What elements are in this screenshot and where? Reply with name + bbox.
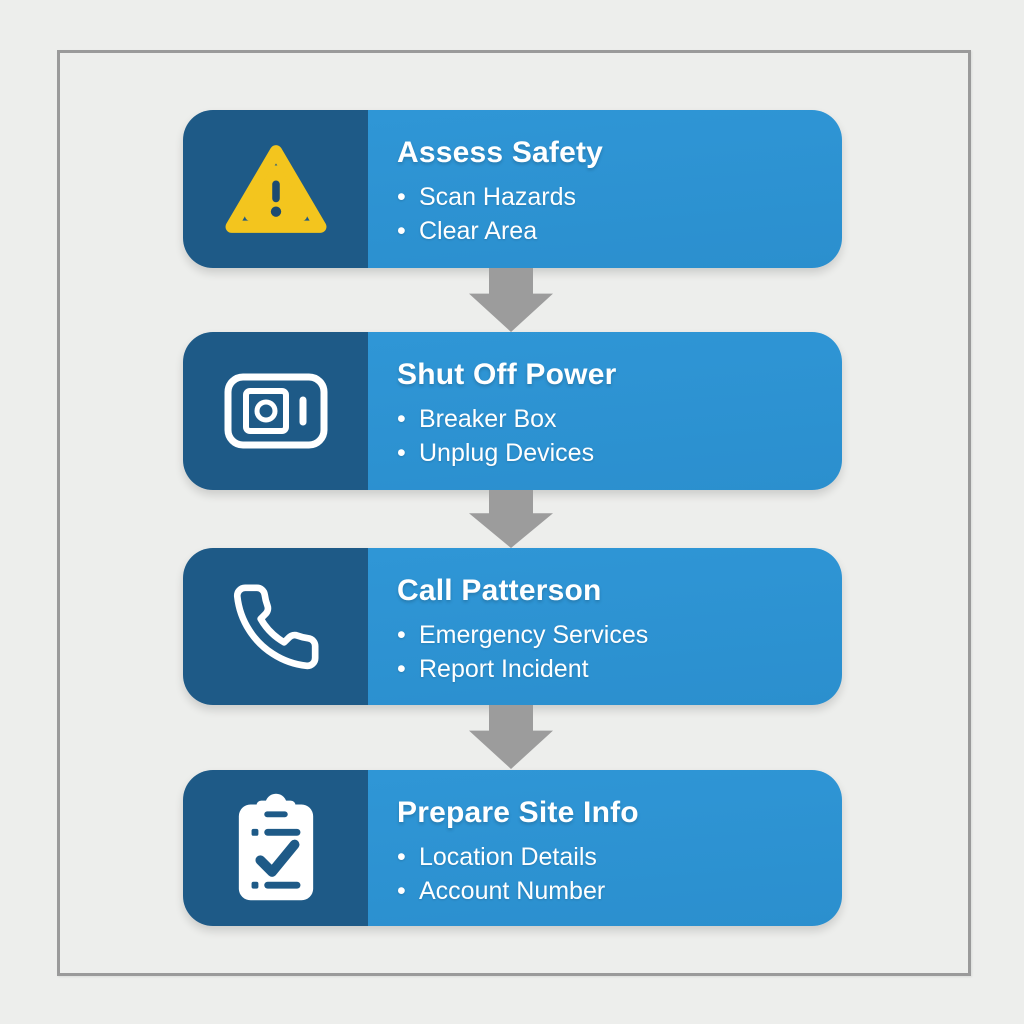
power-switch-icon (224, 373, 328, 449)
bullet-dot: • (397, 217, 406, 245)
bullet-item: • Location Details (397, 840, 822, 874)
outer-frame (57, 50, 971, 976)
bullet-text: Location Details (419, 843, 597, 871)
bullet-list: • Emergency Services • Report Incident (397, 618, 822, 686)
step-title: Assess Safety (397, 136, 604, 169)
bullet-dot: • (397, 183, 406, 211)
bullet-list: • Breaker Box • Unplug Devices (397, 402, 822, 470)
bullet-item: • Scan Hazards (397, 180, 822, 214)
bullet-dot: • (397, 405, 406, 433)
step-icon-panel (183, 548, 368, 705)
step-content: Call Patterson • Emergency Services • Re… (368, 548, 842, 705)
bullet-text: Breaker Box (419, 405, 557, 433)
bullet-dot: • (397, 843, 406, 871)
flow-arrow-down-icon (469, 268, 553, 332)
bullet-item: • Unplug Devices (397, 436, 822, 470)
bullet-list: • Scan Hazards • Clear Area (397, 180, 822, 248)
bullet-item: • Breaker Box (397, 402, 822, 436)
step-title: Call Patterson (397, 574, 602, 607)
bullet-text: Account Number (419, 877, 606, 905)
bullet-list: • Location Details • Account Number (397, 840, 822, 908)
bullet-item: • Clear Area (397, 214, 822, 248)
bullet-text: Emergency Services (419, 621, 649, 649)
step-assess-safety: Assess Safety • Scan Hazards • Clear Are… (183, 110, 842, 268)
bullet-dot: • (397, 877, 406, 905)
step-icon-panel (183, 770, 368, 926)
step-content: Assess Safety • Scan Hazards • Clear Are… (368, 110, 842, 268)
step-title: Prepare Site Info (397, 796, 639, 829)
step-icon-panel (183, 110, 368, 268)
bullet-text: Scan Hazards (419, 183, 577, 211)
bullet-dot: • (397, 621, 406, 649)
bullet-text: Report Incident (419, 655, 589, 683)
bullet-item: • Account Number (397, 874, 822, 908)
flow-arrow-down-icon (469, 705, 553, 769)
step-prepare-site-info: Prepare Site Info • Location Details • A… (183, 770, 842, 926)
warning-triangle-icon (219, 139, 333, 239)
step-content: Prepare Site Info • Location Details • A… (368, 770, 842, 926)
bullet-item: • Emergency Services (397, 618, 822, 652)
step-shut-off-power: Shut Off Power • Breaker Box • Unplug De… (183, 332, 842, 490)
bullet-item: • Report Incident (397, 652, 822, 686)
phone-icon (229, 580, 323, 674)
flow-arrow-down-icon (469, 490, 553, 548)
clipboard-check-icon (232, 791, 320, 905)
bullet-text: Unplug Devices (419, 439, 595, 467)
step-content: Shut Off Power • Breaker Box • Unplug De… (368, 332, 842, 490)
bullet-dot: • (397, 439, 406, 467)
bullet-dot: • (397, 655, 406, 683)
step-call-patterson: Call Patterson • Emergency Services • Re… (183, 548, 842, 705)
bullet-text: Clear Area (419, 217, 538, 245)
step-title: Shut Off Power (397, 358, 617, 391)
step-icon-panel (183, 332, 368, 490)
